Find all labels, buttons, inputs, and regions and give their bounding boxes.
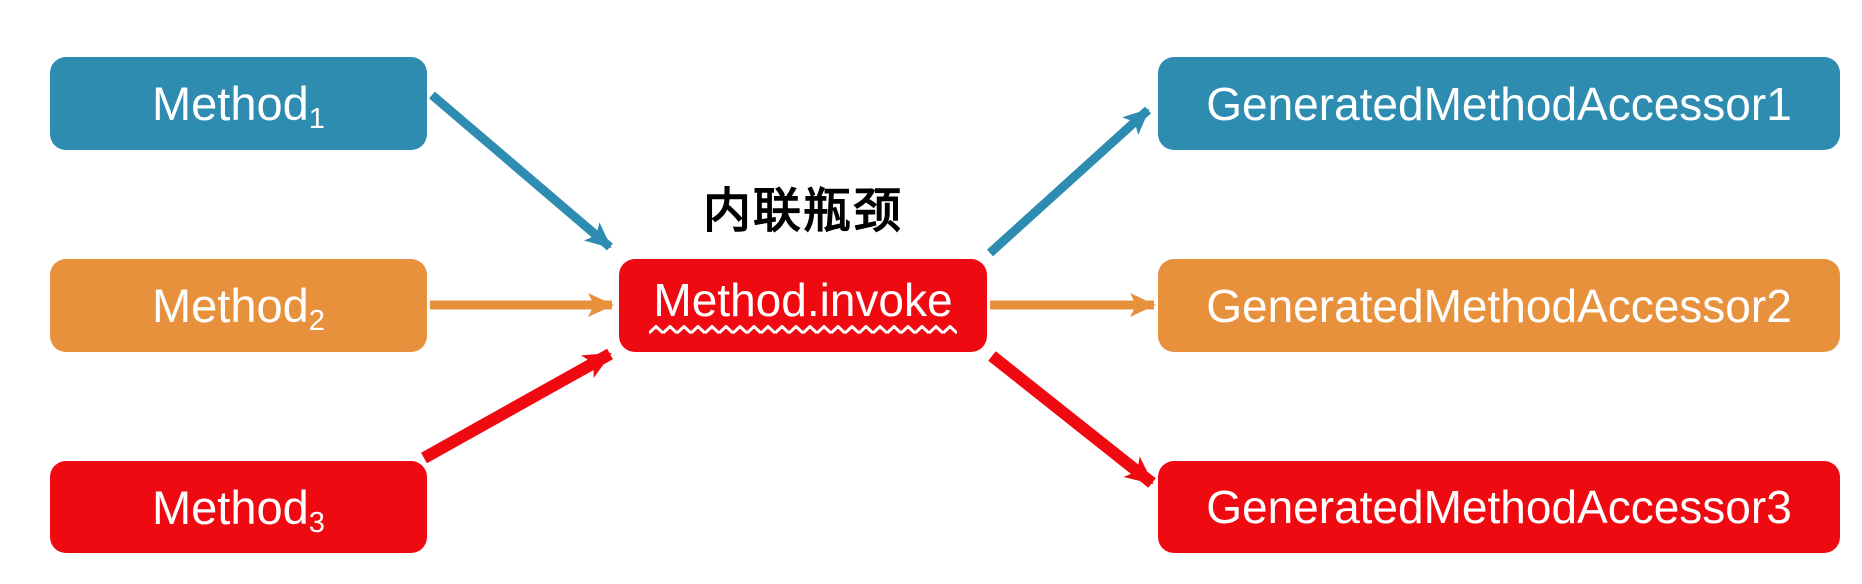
- generated-method-accessor3-label: GeneratedMethodAccessor3: [1206, 481, 1792, 533]
- method2-label: Method2: [152, 279, 325, 338]
- method1-box: Method1: [50, 57, 427, 150]
- method-invoke-label: Method.invoke: [653, 273, 953, 326]
- generated-method-accessor2-label: GeneratedMethodAccessor2: [1206, 279, 1792, 332]
- diagram-title: 内联瓶颈: [702, 185, 903, 238]
- arrow-invoke-to-accessor3: [988, 351, 1156, 488]
- method2-subscript: 2: [308, 305, 325, 338]
- method-invoke-box: Method.invoke: [619, 259, 987, 352]
- generated-method-accessor2-box: GeneratedMethodAccessor2: [1158, 259, 1840, 352]
- generated-method-accessor1-label: GeneratedMethodAccessor1: [1206, 77, 1792, 130]
- generated-method-accessor1-box: GeneratedMethodAccessor1: [1158, 57, 1840, 150]
- arrow-method3-to-invoke: [421, 348, 613, 464]
- arrow-invoke-to-accessor1: [986, 106, 1152, 257]
- method3-label: Method3: [152, 480, 325, 539]
- method1-subscript: 1: [308, 103, 325, 136]
- method1-label: Method1: [152, 77, 325, 136]
- method3-subscript: 3: [308, 506, 325, 539]
- spellcheck-squiggle-underline: [649, 324, 957, 335]
- arrow-method1-to-invoke: [429, 91, 613, 251]
- method3-box: Method3: [50, 461, 427, 553]
- generated-method-accessor3-box: GeneratedMethodAccessor3: [1158, 461, 1840, 553]
- method2-box: Method2: [50, 259, 427, 352]
